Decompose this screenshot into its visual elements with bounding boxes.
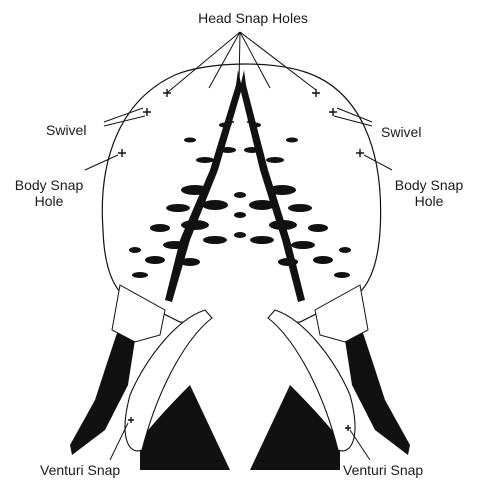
label-body-snap-right-line1: Body Snap bbox=[384, 177, 474, 194]
label-swivel-left: Swivel bbox=[46, 122, 86, 139]
label-venturi-right: Venturi Snap bbox=[343, 462, 423, 479]
label-body-snap-left-line2: Hole bbox=[4, 193, 94, 210]
label-body-snap-right-line2: Hole bbox=[384, 193, 474, 210]
label-head-snap-holes: Head Snap Holes bbox=[178, 10, 328, 27]
label-venturi-left: Venturi Snap bbox=[40, 462, 120, 479]
label-body-snap-left-line1: Body Snap bbox=[4, 177, 94, 194]
label-swivel-right: Swivel bbox=[381, 124, 421, 141]
